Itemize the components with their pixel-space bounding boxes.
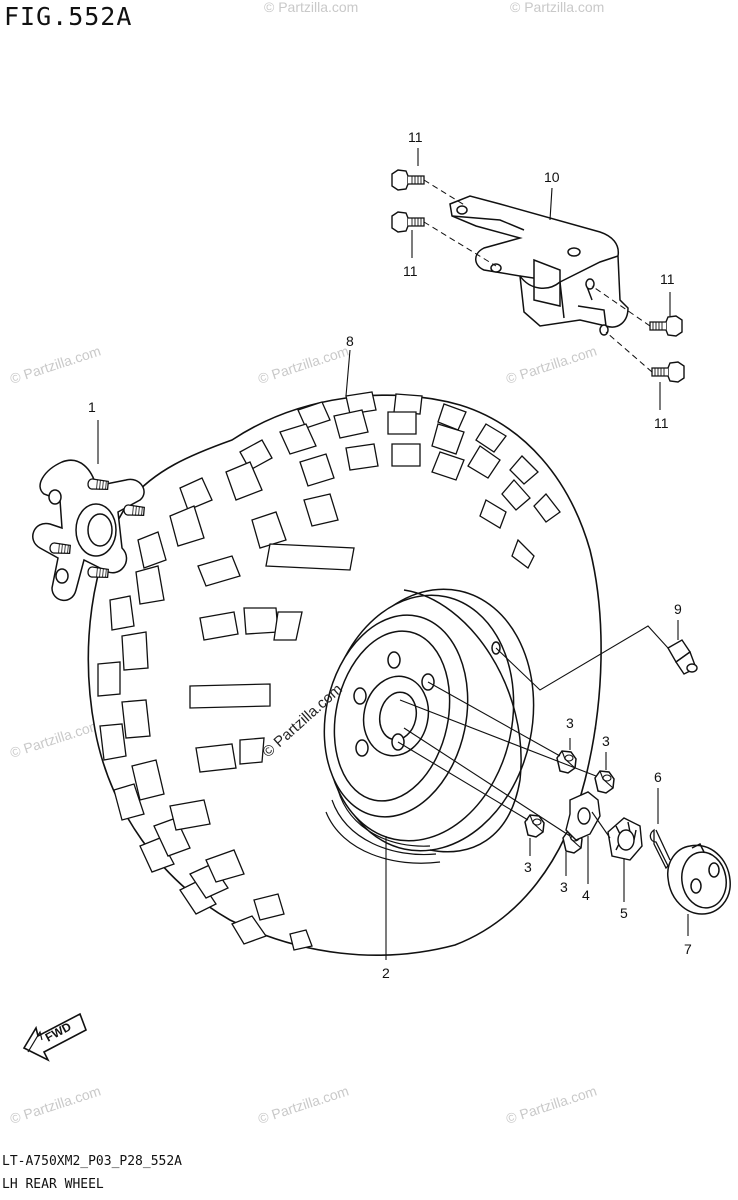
castle-nut-5 bbox=[607, 817, 643, 861]
cotter-pin-6 bbox=[649, 828, 671, 870]
callout-11d: 11 bbox=[654, 415, 669, 431]
callout-3d: 3 bbox=[560, 879, 568, 895]
callout-10: 10 bbox=[544, 169, 560, 185]
bracket-10 bbox=[449, 195, 629, 336]
callout-6: 6 bbox=[654, 769, 662, 785]
watermark: © Partzilla.com bbox=[504, 342, 599, 386]
bolt-guides bbox=[423, 179, 653, 373]
callout-3c: 3 bbox=[524, 859, 532, 875]
watermark: © Partzilla.com bbox=[8, 1082, 103, 1126]
figure-title: FIG.552A bbox=[4, 2, 133, 31]
callout-4: 4 bbox=[582, 887, 590, 903]
callout-11a: 11 bbox=[408, 129, 423, 145]
callouts: 1 2 3 3 3 3 4 5 6 7 8 9 10 11 11 11 11 bbox=[88, 129, 692, 981]
callout-2: 2 bbox=[382, 965, 390, 981]
valve-9 bbox=[667, 639, 698, 675]
watermark: © Partzilla.com bbox=[504, 1082, 599, 1126]
callout-3a: 3 bbox=[566, 715, 574, 731]
callout-9: 9 bbox=[674, 601, 682, 617]
assembly-lines bbox=[97, 148, 689, 960]
bolt-11d bbox=[651, 361, 685, 383]
callout-8: 8 bbox=[346, 333, 354, 349]
bolt-11a bbox=[391, 169, 425, 191]
hub-1 bbox=[32, 459, 146, 601]
fwd-arrow: FWD bbox=[22, 1012, 87, 1062]
watermark: © Partzilla.com bbox=[256, 342, 351, 386]
figure-name: LH REAR WHEEL bbox=[2, 1177, 104, 1192]
callout-5: 5 bbox=[620, 905, 628, 921]
hub-cap-7 bbox=[667, 842, 731, 915]
callout-11c: 11 bbox=[660, 271, 675, 287]
nut-3c bbox=[524, 814, 545, 838]
callout-11b: 11 bbox=[403, 263, 418, 279]
callout-1: 1 bbox=[88, 399, 96, 415]
nut-3b bbox=[594, 770, 615, 794]
callout-3b: 3 bbox=[602, 733, 610, 749]
callout-7: 7 bbox=[684, 941, 692, 957]
washer-4 bbox=[565, 791, 601, 841]
watermark: © Partzilla.com bbox=[264, 0, 358, 15]
watermark: © Partzilla.com bbox=[8, 716, 103, 760]
bolt-11b bbox=[391, 211, 425, 233]
bolt-11c bbox=[649, 315, 683, 337]
figure-code: LT-A750XM2_P03_P28_552A bbox=[2, 1154, 183, 1169]
watermark: © Partzilla.com bbox=[256, 1082, 351, 1126]
watermark: © Partzilla.com bbox=[510, 0, 604, 15]
watermark: © Partzilla.com bbox=[8, 342, 103, 386]
wheel-2 bbox=[323, 588, 535, 864]
